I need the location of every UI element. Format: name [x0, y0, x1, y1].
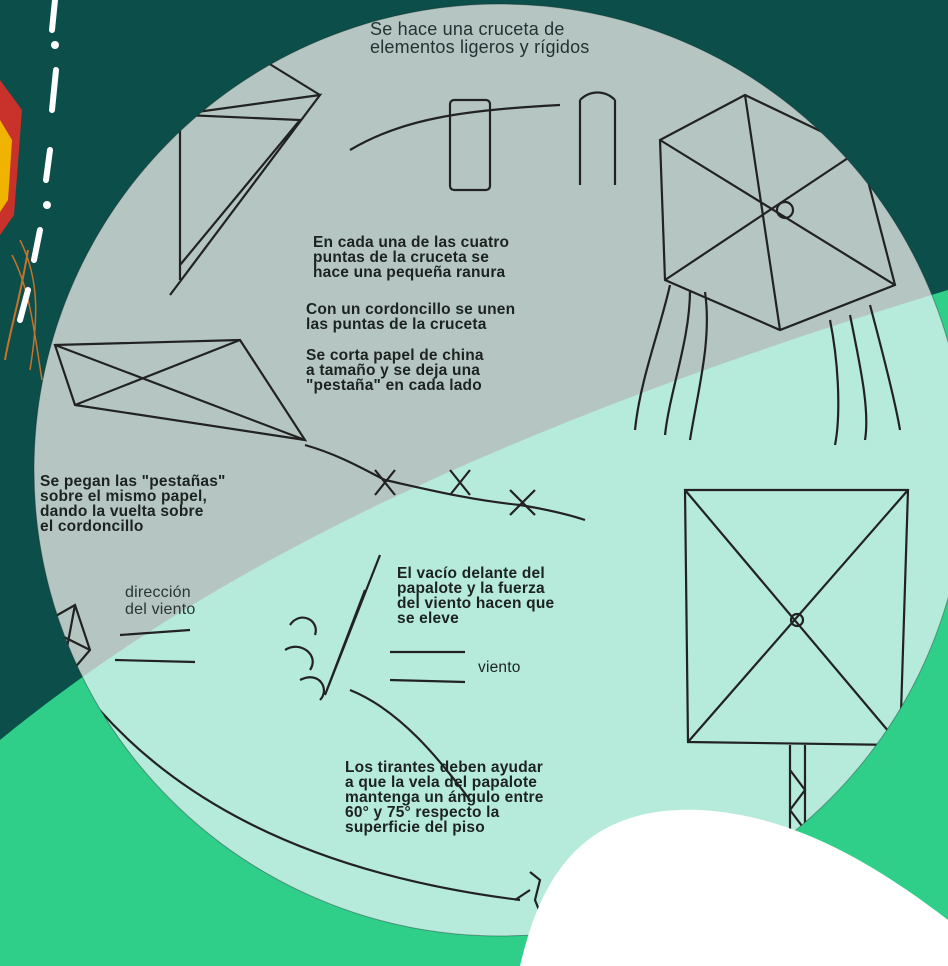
kite-decoration-left [0, 0, 59, 380]
caption-cordoncillo: Con un cordoncillo se unen las puntas de… [306, 302, 636, 332]
caption-vacio: El vacío delante del papalote y la fuerz… [397, 566, 657, 626]
caption-papel: Se corta papel de china a tamaño y se de… [306, 348, 606, 393]
caption-direccion: dirección del viento [125, 584, 265, 618]
caption-tirantes: Los tirantes deben ayudar a que la vela … [345, 760, 645, 835]
caption-viento: viento [478, 660, 558, 675]
caption-ranura: En cada una de las cuatro puntas de la c… [313, 235, 633, 280]
caption-pestanas: Se pegan las "pestañas" sobre el mismo p… [40, 474, 340, 534]
caption-cruceta: Se hace una cruceta de elementos ligeros… [370, 20, 700, 56]
